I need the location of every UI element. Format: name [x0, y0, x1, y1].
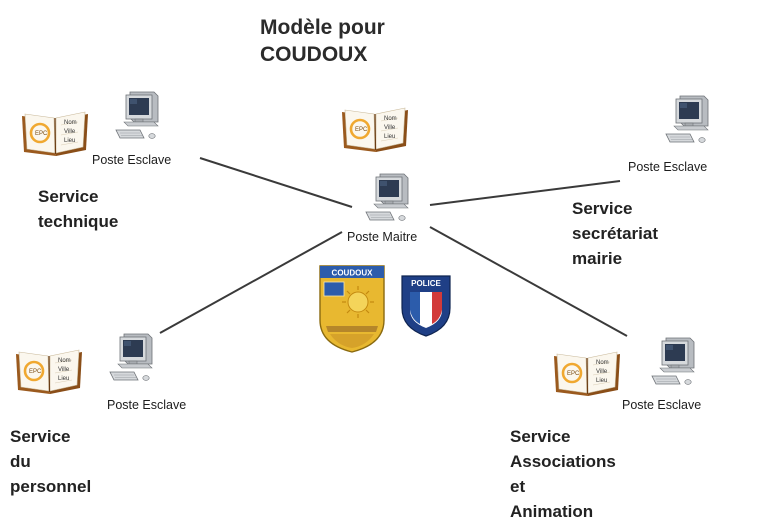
service-line-1: Service Associations et — [510, 427, 616, 496]
register-book-icon: EPC Nom Ville Lieu — [552, 348, 622, 398]
book-ville-text: Ville — [64, 129, 76, 135]
book-nom-text: Nom — [384, 116, 397, 122]
computer-icon — [664, 94, 712, 146]
poste-esclave-label: Poste Esclave — [92, 153, 172, 167]
service-secretariat-label: Service secrétariat mairie — [572, 196, 658, 271]
book-nom-text: Nom — [596, 360, 609, 366]
book-ring-text: EPC — [29, 369, 42, 375]
coudoux-crest-icon: COUDOUX — [319, 265, 385, 353]
diagram-title: Modèle pour COUDOUX — [260, 14, 460, 68]
book-ring-text: EPC — [355, 127, 368, 133]
book-ville-text: Ville — [58, 367, 70, 373]
computer-icon — [114, 90, 162, 142]
book-ring-text: EPC — [567, 371, 580, 377]
link-technique — [199, 157, 353, 208]
computer-icon — [108, 332, 156, 384]
book-lieu-text: Lieu — [384, 134, 395, 140]
computer-icon — [364, 172, 412, 224]
computer-icon — [650, 336, 698, 388]
service-personnel-label: Service du personnel — [10, 424, 91, 499]
service-line-1: Service du — [10, 427, 71, 471]
poste-esclave-label: Poste Esclave — [107, 398, 187, 412]
service-line-2: mairie — [572, 249, 623, 268]
link-associations — [429, 226, 628, 337]
book-nom-text: Nom — [64, 120, 77, 126]
poste-maitre-label: Poste Maitre — [347, 230, 418, 244]
link-secretariat — [429, 180, 621, 206]
service-line-2: Animation — [510, 502, 594, 521]
book-ville-text: Ville — [384, 125, 396, 131]
police-banner-text: POLICE — [411, 279, 441, 288]
book-lieu-text: Lieu — [58, 376, 69, 382]
service-associations-label: Service Associations et Animation — [510, 424, 616, 524]
poste-esclave-label: Poste Esclave — [628, 160, 708, 174]
book-ring-text: EPC — [35, 131, 48, 137]
book-lieu-text: Lieu — [596, 378, 607, 384]
network-links — [159, 157, 628, 337]
service-line-1: Service — [38, 187, 99, 206]
book-ville-text: Ville — [596, 369, 608, 375]
register-book-icon: EPC Nom Ville Lieu — [14, 346, 84, 396]
title-line-2: COUDOUX — [260, 43, 368, 66]
book-nom-text: Nom — [58, 358, 71, 364]
register-book-icon: EPC Nom Ville Lieu — [340, 104, 410, 154]
link-personnel — [159, 231, 343, 334]
register-book-icon: EPC Nom Ville Lieu — [20, 108, 90, 158]
poste-esclave-label: Poste Esclave — [622, 398, 702, 412]
police-badge-icon: POLICE — [401, 275, 451, 337]
service-line-1: Service secrétariat — [572, 199, 659, 243]
service-line-2: personnel — [10, 477, 92, 496]
title-line-1: Modèle pour — [260, 16, 385, 39]
book-lieu-text: Lieu — [64, 138, 75, 144]
service-line-2: technique — [38, 212, 119, 231]
service-technique-label: Service technique — [38, 184, 118, 234]
crest-banner-text: COUDOUX — [332, 269, 374, 278]
